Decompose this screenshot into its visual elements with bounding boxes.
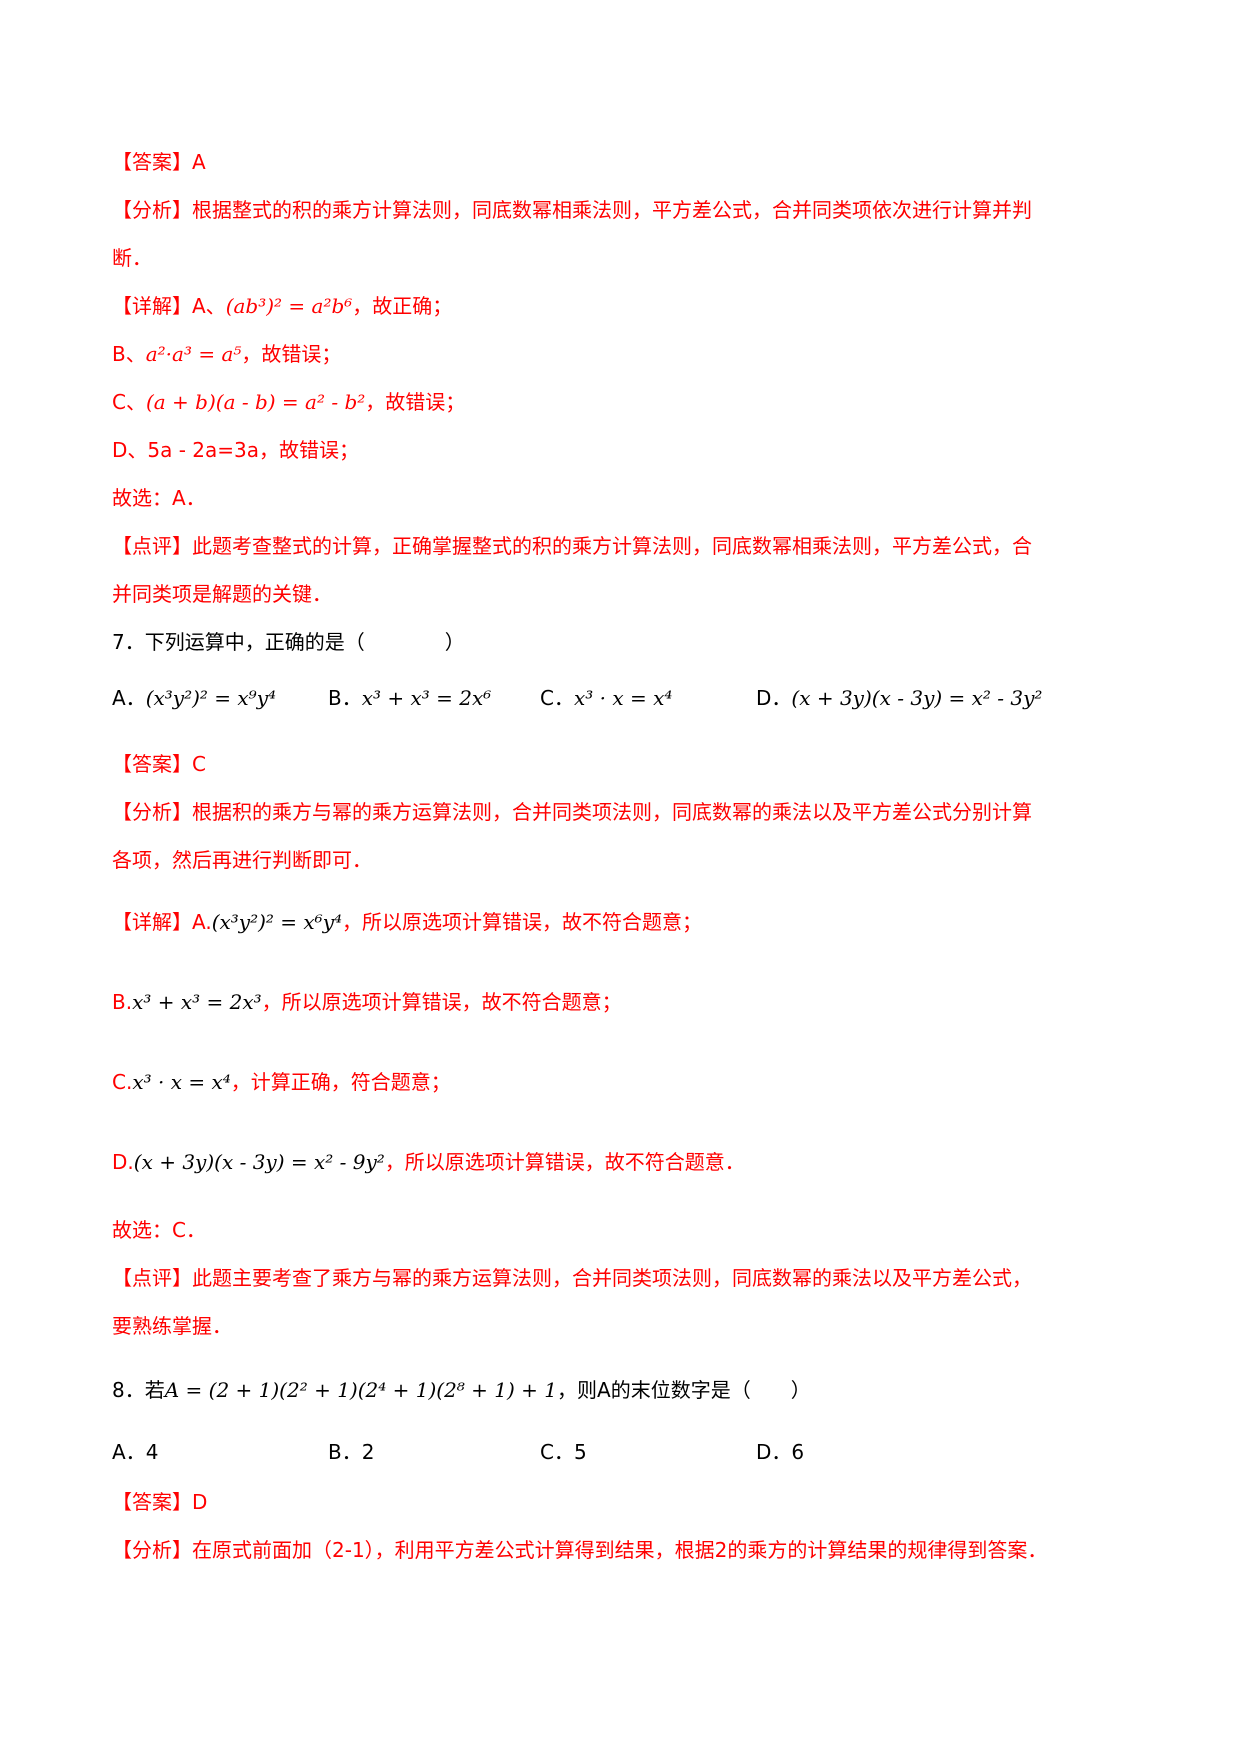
option-prefix: C、 (112, 390, 146, 414)
comment-text: 此题考查整式的计算，正确掌握整式的积的乘方计算法则，同底数幂相乘法则，平方差公式… (192, 534, 1032, 558)
detail-text: ，所以原选项计算错误，故不符合题意； (342, 910, 703, 934)
math-expression: x³ · x = x⁴ (132, 1070, 231, 1094)
q6-detail-d: D、5a - 2a=3a，故错误； (112, 438, 360, 462)
q6-analysis-line2: 断． (112, 246, 152, 270)
q8-option-d: D．6 (756, 1438, 804, 1466)
question-suffix: ，则A的末位数字是（ ） (557, 1378, 811, 1402)
option-math: x³ · x = x⁴ (573, 686, 673, 710)
q6-detail-a: 【详解】A、(ab³)² = a²b⁶，故正确； (112, 292, 452, 320)
math-expression: (a + b)(a - b) = a² - b² (145, 390, 366, 414)
option-label: C． (540, 1440, 574, 1464)
question-prefix: 8．若 (112, 1378, 165, 1402)
option-prefix: D. (112, 1150, 134, 1174)
q8-option-b: B．2 (328, 1438, 374, 1466)
q7-detail-a: 【详解】A.(x³y²)² = x⁶y⁴，所以原选项计算错误，故不符合题意； (112, 908, 702, 936)
option-label: D． (756, 686, 792, 710)
q7-comment-line2: 要熟练掌握． (112, 1314, 232, 1338)
q7-analysis-line2: 各项，然后再进行判断即可． (112, 848, 372, 872)
detail-text: ，计算正确，符合题意； (230, 1070, 451, 1094)
q6-analysis-line1: 【分析】根据整式的积的乘方计算法则，同底数幂相乘法则，平方差公式，合并同类项依次… (112, 196, 1032, 224)
analysis-label: 【分析】 (112, 198, 192, 222)
q7-question: 7．下列运算中，正确的是（ ） (112, 630, 465, 654)
detail-label: 【详解】 (112, 910, 192, 934)
detail-text: ，故正确； (352, 294, 453, 318)
q6-choose: 故选：A． (112, 486, 206, 510)
q7-choose: 故选：C． (112, 1218, 206, 1242)
q6-detail-b: B、a²·a³ = a⁵，故错误； (112, 340, 341, 368)
option-prefix: A. (192, 910, 212, 934)
math-expression: x³ + x³ = 2x³ (132, 990, 262, 1014)
option-math: x³ + x³ = 2x⁶ (361, 686, 492, 710)
detail-text: ，故错误； (365, 390, 466, 414)
analysis-label: 【分析】 (112, 800, 192, 824)
math-expression: (ab³)² = a²b⁶ (225, 294, 353, 318)
q7-answer: 【答案】C (112, 750, 206, 778)
q6-comment-line2: 并同类项是解题的关键． (112, 582, 332, 606)
q8-option-a: A．4 (112, 1438, 158, 1466)
option-math: (x + 3y)(x - 3y) = x² - 3y² (791, 686, 1043, 710)
option-value: 2 (361, 1440, 375, 1464)
option-value: 4 (145, 1440, 159, 1464)
q7-option-d: D．(x + 3y)(x - 3y) = x² - 3y² (756, 684, 1042, 712)
question-math: A = (2 + 1)(2² + 1)(2⁴ + 1)(2⁸ + 1) + 1 (164, 1378, 558, 1402)
q7-comment-line1: 【点评】此题主要考查了乘方与幂的乘方运算法则，合并同类项法则，同底数幂的乘法以及… (112, 1264, 1032, 1292)
detail-text: ，所以原选项计算错误，故不符合题意； (261, 990, 622, 1014)
q7-option-c: C．x³ · x = x⁴ (540, 684, 672, 712)
q7-detail-c: C.x³ · x = x⁴，计算正确，符合题意； (112, 1068, 451, 1096)
answer-label: 【答案】 (112, 1490, 192, 1514)
option-label: B． (328, 1440, 362, 1464)
q6-answer: 【答案】A (112, 148, 206, 176)
option-value: 6 (791, 1440, 805, 1464)
option-label: A． (112, 1440, 146, 1464)
option-prefix: B. (112, 990, 133, 1014)
option-value: 5 (573, 1440, 587, 1464)
analysis-label: 【分析】 (112, 1538, 192, 1562)
detail-text: ，所以原选项计算错误，故不符合题意． (384, 1150, 745, 1174)
q7-option-b: B．x³ + x³ = 2x⁶ (328, 684, 491, 712)
option-math: (x³y²)² = x⁹y⁴ (145, 686, 277, 710)
analysis-text: 根据积的乘方与幂的乘方运算法则，合并同类项法则，同底数幂的乘法以及平方差公式分别… (192, 800, 1032, 824)
answer-label: 【答案】 (112, 150, 192, 174)
comment-text: 此题主要考查了乘方与幂的乘方运算法则，合并同类项法则，同底数幂的乘法以及平方差公… (192, 1266, 1032, 1290)
q6-comment-line1: 【点评】此题考查整式的计算，正确掌握整式的积的乘方计算法则，同底数幂相乘法则，平… (112, 532, 1032, 560)
option-prefix: A、 (192, 294, 226, 318)
q7-analysis-line1: 【分析】根据积的乘方与幂的乘方运算法则，合并同类项法则，同底数幂的乘法以及平方差… (112, 798, 1032, 826)
q7-detail-b: B.x³ + x³ = 2x³，所以原选项计算错误，故不符合题意； (112, 988, 622, 1016)
answer-value: D (192, 1490, 208, 1514)
option-label: B． (328, 686, 362, 710)
option-prefix: C. (112, 1070, 133, 1094)
analysis-text: 根据整式的积的乘方计算法则，同底数幂相乘法则，平方差公式，合并同类项依次进行计算… (192, 198, 1032, 222)
q7-option-a: A．(x³y²)² = x⁹y⁴ (112, 684, 276, 712)
q8-option-c: C．5 (540, 1438, 587, 1466)
math-expression: a²·a³ = a⁵ (145, 342, 242, 366)
answer-value: C (192, 752, 206, 776)
comment-label: 【点评】 (112, 534, 192, 558)
q7-detail-d: D.(x + 3y)(x - 3y) = x² - 9y²，所以原选项计算错误，… (112, 1148, 745, 1176)
option-label: A． (112, 686, 146, 710)
answer-label: 【答案】 (112, 752, 192, 776)
q8-analysis: 【分析】在原式前面加（2-1），利用平方差公式计算得到结果，根据2的乘方的计算结… (112, 1536, 1047, 1564)
detail-text: ，故错误； (241, 342, 342, 366)
comment-label: 【点评】 (112, 1266, 192, 1290)
q8-answer: 【答案】D (112, 1488, 207, 1516)
option-prefix: B、 (112, 342, 146, 366)
option-label: C． (540, 686, 574, 710)
math-expression: (x³y²)² = x⁶y⁴ (211, 910, 343, 934)
option-label: D． (756, 1440, 792, 1464)
answer-value: A (192, 150, 206, 174)
q6-detail-c: C、(a + b)(a - b) = a² - b²，故错误； (112, 388, 465, 416)
analysis-text: 在原式前面加（2-1），利用平方差公式计算得到结果，根据2的乘方的计算结果的规律… (192, 1538, 1048, 1562)
math-expression: (x + 3y)(x - 3y) = x² - 9y² (133, 1150, 385, 1174)
detail-label: 【详解】 (112, 294, 192, 318)
q8-question: 8．若A = (2 + 1)(2² + 1)(2⁴ + 1)(2⁸ + 1) +… (112, 1376, 811, 1404)
